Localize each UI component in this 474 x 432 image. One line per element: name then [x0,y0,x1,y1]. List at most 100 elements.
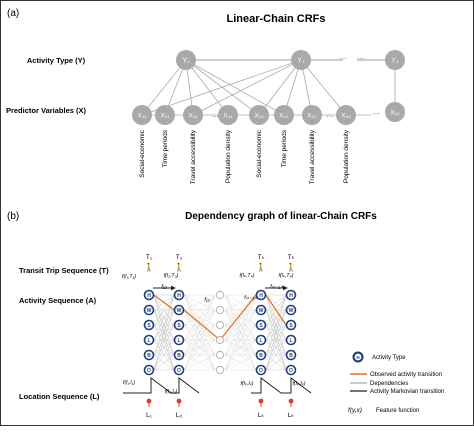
predictor-caption: Population density [225,129,232,183]
legend-markov-text: Activity Markovian transition [370,389,444,395]
placeholder-node [216,291,224,299]
dependency-edge [300,59,347,116]
panel-b-title: Dependency graph of linear-Chain CRFs [185,211,377,222]
dependency-edge [192,59,302,116]
dependency-edge [153,294,175,326]
legend-feature-text: Feature function [376,408,419,414]
activity-node-letter: O [259,368,263,374]
dependency-edge [224,294,257,371]
activity-node-inner [175,291,183,299]
activity-node-letter: H [177,293,181,299]
activity-node-inner [145,366,153,374]
location-label: L₂ [176,412,183,419]
dependency-edge [141,59,187,116]
activity-node-letter: W [147,308,152,314]
dependency-edge [185,59,285,116]
predictor-caption: Travel accessibility [190,129,197,184]
trip-label: Tₖ [288,254,295,261]
dependency-edge [153,309,175,371]
activity-feature-function: f₍ₖ₋₁₎ₖ [270,284,284,290]
walker-icon: 🚶 [256,262,266,272]
location-feature-function: f(l₂,l₂) [165,389,178,395]
activity-node-letter: B [259,353,263,359]
predictor-caption: Social-economic [139,129,146,177]
walker-icon: 🚶 [174,262,184,272]
activity-node-letter: B [289,353,293,359]
legend-node-text: Activity Type [372,355,406,361]
dependency-edge [183,309,216,371]
predictor-node-label: X₂₁ [160,113,170,120]
dependency-edge [265,354,287,371]
activity-node-letter: S [147,323,151,329]
trip-feature-function: f(lₖ,Tₖ) [239,273,254,279]
predictor-node [183,105,203,125]
dependency-edge [265,294,287,371]
activity-node-inner [175,336,183,344]
panel-a-title: Linear-Chain CRFs [226,13,325,25]
dependency-edge [224,324,257,371]
predictor-caption: Population density [343,129,350,183]
activity-node-letter: O [147,368,151,374]
ellipsis: … [357,52,365,61]
legend-feature-symbol: f(y,x) [348,407,362,414]
predictor-node-label: X₄₁ [223,113,233,120]
dependency-edge [224,294,257,356]
location-pin-icon [146,398,152,404]
location-label: L₁ [146,412,153,419]
trip-label: T₂ [176,254,183,261]
dependency-edge [265,294,287,311]
activity-feature-function: f₁₂ [161,284,167,290]
ellipsis: … [326,110,334,119]
trip-feature-function: f(lₖ,Tₖ) [278,273,293,279]
dependency-edge [265,294,287,356]
activity-node-inner [257,366,265,374]
trip-label: Tₖ [258,254,265,261]
dependency-edge [153,294,175,341]
activity-node-inner [145,351,153,359]
dependency-edge [258,59,302,116]
legend-dependency-text: Dependencies [370,381,408,387]
trip-label: T₁ [146,254,153,261]
predictor-caption: Time periods [281,129,288,167]
activity-node-letter: W [259,308,264,314]
location-pin-icon [288,398,294,404]
dependency-edge [183,294,216,326]
location-sequence-label: Location Sequence (L) [19,392,100,401]
location-feature-function: f(lₖ,lₖ) [240,381,253,387]
panel-b-label: (b) [7,211,19,222]
dependency-edge [224,354,257,371]
placeholder-node [216,336,224,344]
location-transition [251,377,312,394]
activity-node-label: Y₁ [182,58,190,65]
activity-node-letter: S [289,323,293,329]
legend: H Activity Type Observed activity transi… [348,351,444,414]
activity-node-inner [175,321,183,329]
dependency-edge [224,339,257,371]
panel-a-label: (a) [7,8,19,19]
predictor-node-label: X₁₁ [138,113,148,120]
dependency-edge [224,294,257,326]
predictor-caption: Travel accessibility [309,129,316,184]
activity-feature-function: f₁₂ [204,297,210,303]
dependency-edge [183,294,216,356]
dependency-edge [224,294,257,311]
activity-node-inner [145,291,153,299]
trip-feature-function: f(l₂,T₂) [164,273,179,279]
dependency-edge [183,354,216,371]
location-pin-icon [176,398,182,404]
location-pin-icon [258,398,264,404]
dependency-edge [183,294,216,311]
activity-type-label: Activity Type (Y) [27,56,86,65]
activity-node-inner [257,336,265,344]
predictor-node [385,102,405,122]
predictor-node [302,105,322,125]
activity-node-letter: H [147,293,151,299]
activity-node-letter: S [259,323,263,329]
activity-node-letter: B [147,353,151,359]
location-transition [123,377,200,394]
location-label: Lₖ [258,412,265,419]
predictor-node [274,105,294,125]
dependency-edge [265,324,287,371]
activity-node [291,50,311,70]
